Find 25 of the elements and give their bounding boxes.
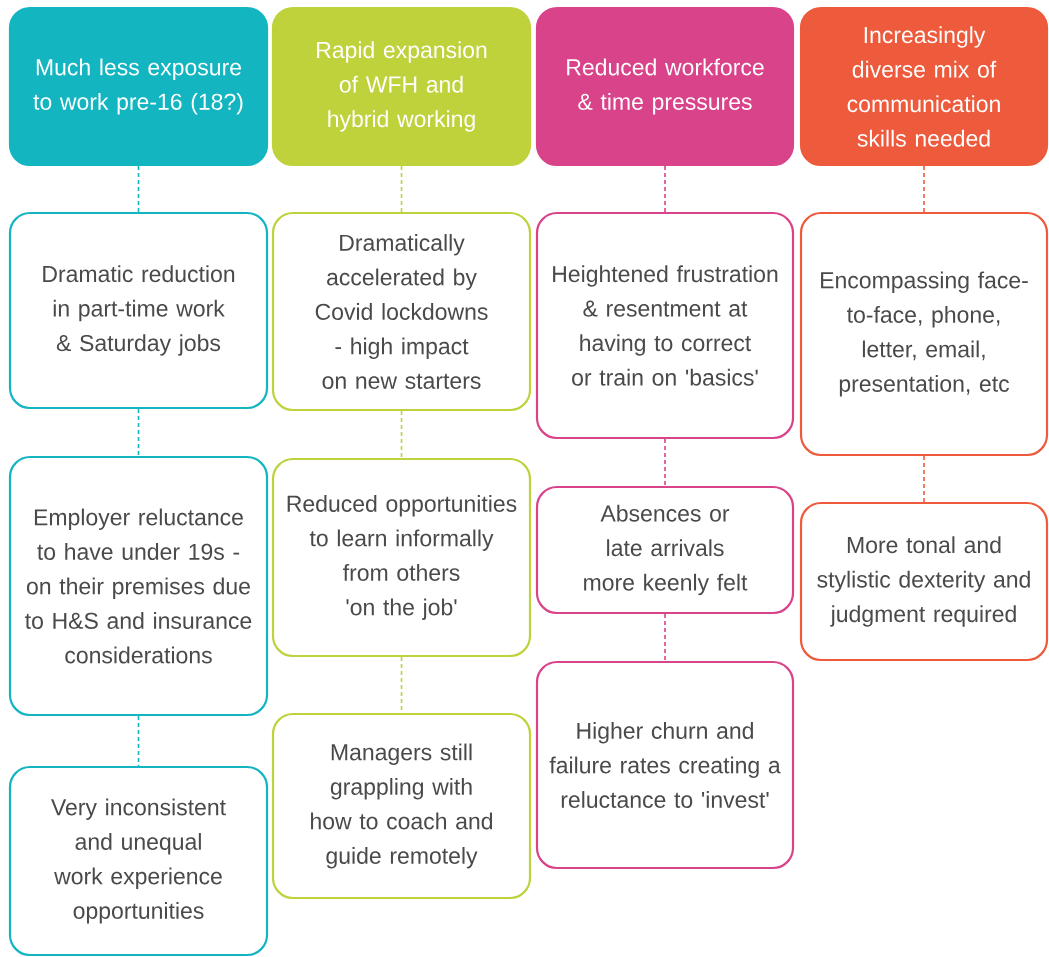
connector [664,438,666,487]
text-box: Encompassing face-to-face, phone, letter, email, presentation, etc [799,211,1049,457]
connector [664,165,666,213]
text-box: Dramatic reduction in part-time work & Saturday jobs [8,211,269,410]
connector [400,165,403,213]
text-box: Higher churn and failure rates creating a reluctance to 'invest' [535,660,795,870]
header-box: Increasingly diverse mix of communication skills needed [799,6,1049,167]
text-box: More tonal and stylistic dexterity and judgment required [799,501,1049,662]
connector [137,408,140,457]
header-box: Rapid expansion of WFH and hybrid working [271,6,532,167]
connector [923,165,925,213]
connector [400,410,403,459]
text-box: Absences or late arrivals more keenly felt [535,485,795,615]
text-box: Reduced opportunities to learn informally from others 'on the job' [271,457,532,658]
text-box: Employer reluctance to have under 19s - on their premises due to H&S and insurance considerations [8,455,269,717]
text-box: Managers still grappling with how to coach and guide remotely [271,712,532,900]
connector [137,715,140,767]
header-box: Much less exposure to work pre-16 (18?) [8,6,269,167]
connector [923,455,925,503]
text-box: Very inconsistent and unequal work experience opportunities [8,765,269,957]
text-box: Dramatically accelerated by Covid lockdowns - high impact on new starters [271,211,532,412]
text-box: Heightened frustration & resentment at having to correct or train on 'basics' [535,211,795,440]
header-box: Reduced workforce & time pressures [535,6,795,167]
connector [137,165,140,213]
connector [664,613,666,662]
